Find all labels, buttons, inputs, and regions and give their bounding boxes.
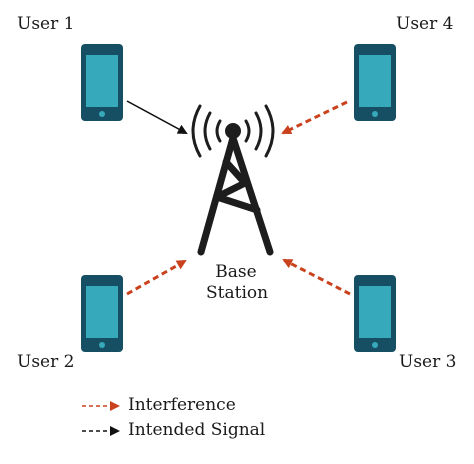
base-station-line1: Base [215,262,257,282]
legend-interference-label: Interference [128,395,236,415]
arrow-interference-user-3 [282,258,351,296]
user-2-label: User 2 [17,352,75,372]
radio-waves-icon [191,104,275,158]
phone-user-4 [354,44,396,121]
phone-user-2 [81,275,123,352]
arrow-intended-user-1 [126,100,188,134]
phone-user-1 [81,44,123,121]
user-4-label: User 4 [396,14,454,34]
arrow-interference-user-2 [126,259,187,296]
legend-intended-label: Intended Signal [128,420,266,440]
phone-user-3 [354,275,396,352]
user-3-label: User 3 [399,352,457,372]
base-station-tower [197,134,274,256]
arrow-interference-user-4 [281,100,348,135]
user-1-label: User 1 [17,14,75,34]
antenna-top [225,123,241,139]
base-station-label: Base Station [206,262,269,304]
base-station-line2: Station [206,283,269,303]
